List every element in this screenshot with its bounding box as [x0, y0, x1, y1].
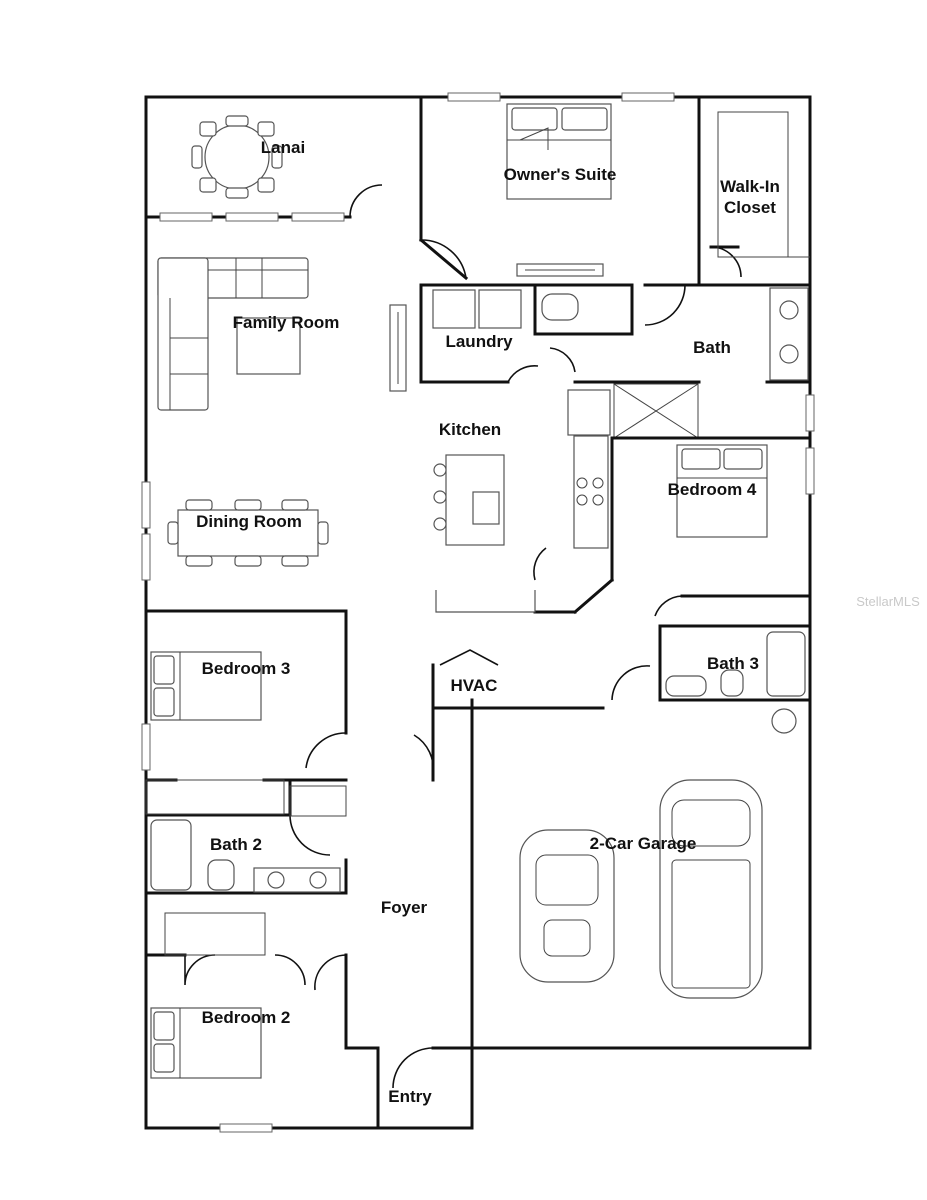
label-bath-3: Bath 3 [707, 654, 759, 673]
label-dining-room: Dining Room [196, 512, 302, 531]
windows [141, 92, 815, 1133]
label-bedroom-2: Bedroom 2 [202, 1008, 291, 1027]
label-laundry: Laundry [445, 332, 513, 351]
label-two-car-garage: 2-Car Garage [590, 834, 697, 853]
label-entry: Entry [388, 1087, 432, 1106]
label-walk-in-closet-line2: Closet [724, 198, 776, 217]
label-walk-in-closet-line1: Walk-In [720, 177, 780, 196]
furniture [145, 103, 810, 1079]
interior-walls [144, 95, 812, 1130]
label-family-room: Family Room [233, 313, 340, 332]
label-foyer: Foyer [381, 898, 428, 917]
doors [184, 184, 742, 1089]
label-bedroom-4: Bedroom 4 [668, 480, 757, 499]
label-bath: Bath [693, 338, 731, 357]
room-labels: Lanai Owner's Suite Walk-In Closet Famil… [196, 138, 780, 1106]
watermark: StellarMLS [856, 594, 920, 609]
label-lanai: Lanai [261, 138, 305, 157]
label-bedroom-3: Bedroom 3 [202, 659, 291, 678]
label-bath-2: Bath 2 [210, 835, 262, 854]
exterior-walls [144, 95, 812, 1130]
label-hvac: HVAC [451, 676, 498, 695]
label-kitchen: Kitchen [439, 420, 501, 439]
label-owners-suite: Owner's Suite [504, 165, 617, 184]
